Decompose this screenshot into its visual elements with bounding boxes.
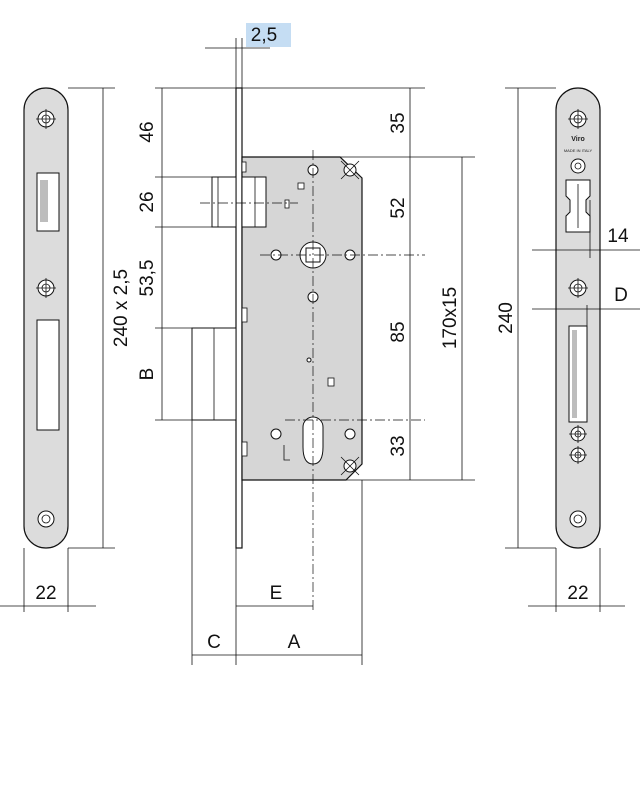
dim-latch-to-bolt: 53,5 xyxy=(137,260,158,297)
dim-body-upper: 52 xyxy=(388,197,409,218)
fixing-hole-lower-left xyxy=(270,428,282,440)
strike-screw-lower-1 xyxy=(569,425,587,443)
dim-backset-a: A xyxy=(288,632,301,653)
dim-strike-depth-2: D xyxy=(614,285,628,306)
dim-top-to-body: 35 xyxy=(388,112,409,133)
dim-projection-c: C xyxy=(207,632,221,653)
dim-latch-height: 26 xyxy=(137,191,158,212)
dim-strike-length: 240 xyxy=(496,302,517,334)
strike-screw-upper xyxy=(570,158,586,174)
strike-bolt-recess xyxy=(568,325,588,423)
dim-front-plate-size: 240 x 2,5 xyxy=(111,269,132,347)
strike-screw-lower-2 xyxy=(569,446,587,464)
front-plate xyxy=(23,87,69,549)
case-screw-top-right xyxy=(340,160,360,180)
front-plate-screw-top xyxy=(36,109,56,129)
dim-highlight xyxy=(246,23,291,47)
strike-screw-bottom xyxy=(569,510,587,528)
strike-brand: Viro xyxy=(571,136,585,143)
dim-backset-e: E xyxy=(270,583,283,604)
dim-bolt-height: B xyxy=(137,368,158,381)
front-plate-view: 240 x 2,5 22 xyxy=(0,87,132,612)
fixing-hole-lower-right xyxy=(344,428,356,440)
strike-marking: MADE IN ITALY xyxy=(564,148,593,153)
dim-front-plate-width: 22 xyxy=(35,583,56,604)
dim-body-lower: 33 xyxy=(388,435,409,456)
strike-screw-middle xyxy=(568,278,588,298)
lock-body-view: 46 26 53,5 B 35 52 85 33 170x15 2,5 E C … xyxy=(137,23,475,665)
strike-plate-view: Viro MADE IN ITALY xyxy=(496,87,640,612)
front-plate-screw-bottom xyxy=(37,510,55,528)
dim-top-to-latch: 46 xyxy=(137,121,158,142)
dim-strike-width: 22 xyxy=(567,583,588,604)
case-screw-bottom-right xyxy=(340,456,360,476)
dim-body-size: 170x15 xyxy=(440,287,461,349)
strike-plate xyxy=(555,87,601,549)
dim-front-thickness: 2,5 xyxy=(251,25,277,46)
lock-front-plate-side xyxy=(235,87,243,549)
front-plate-screw-middle xyxy=(36,278,56,298)
dim-strike-depth-1: 14 xyxy=(607,226,629,247)
strike-screw-top xyxy=(568,109,588,129)
bolt-window xyxy=(36,319,60,431)
latch-bolt xyxy=(211,176,237,228)
dim-spindle-to-cylinder: 85 xyxy=(388,321,409,342)
